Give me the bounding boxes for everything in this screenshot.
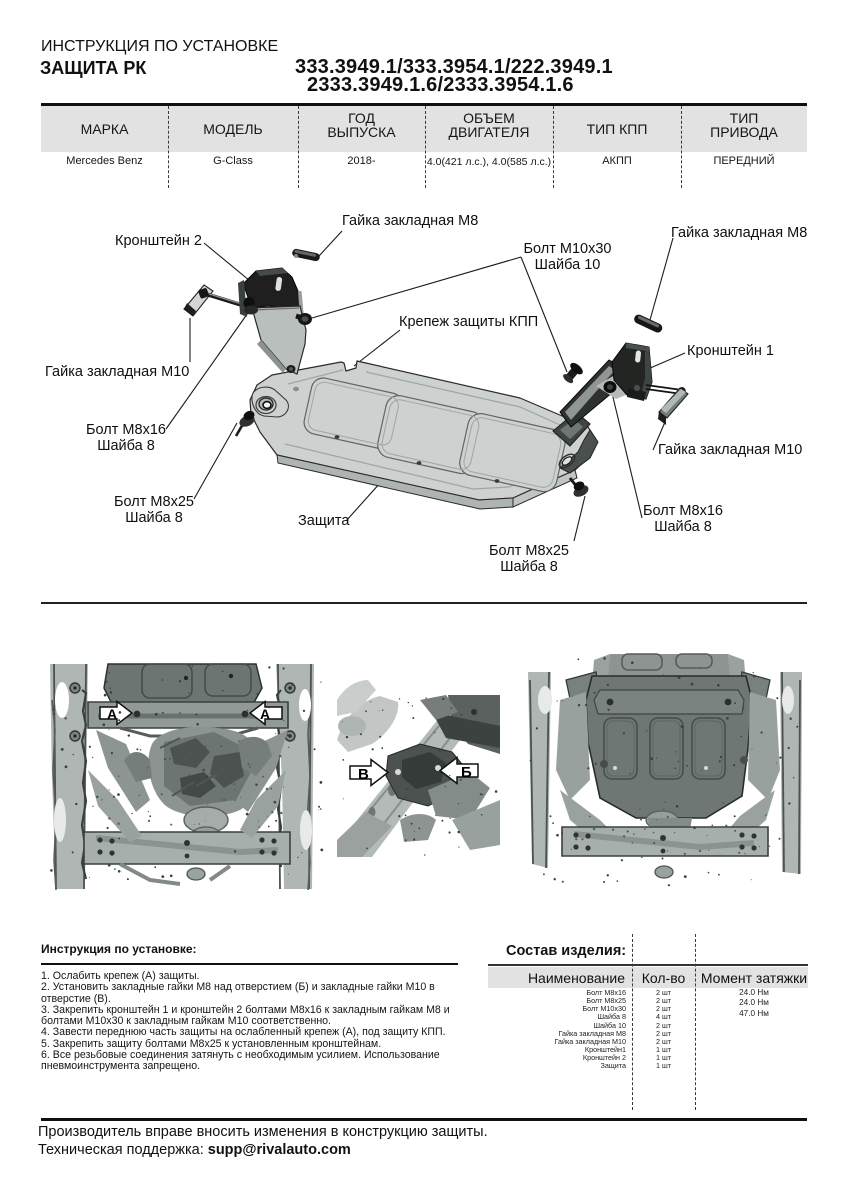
svg-text:В: В <box>358 766 369 783</box>
svg-text:А: А <box>260 706 270 722</box>
svg-text:А: А <box>107 706 117 722</box>
svg-text:Б: Б <box>461 764 472 781</box>
